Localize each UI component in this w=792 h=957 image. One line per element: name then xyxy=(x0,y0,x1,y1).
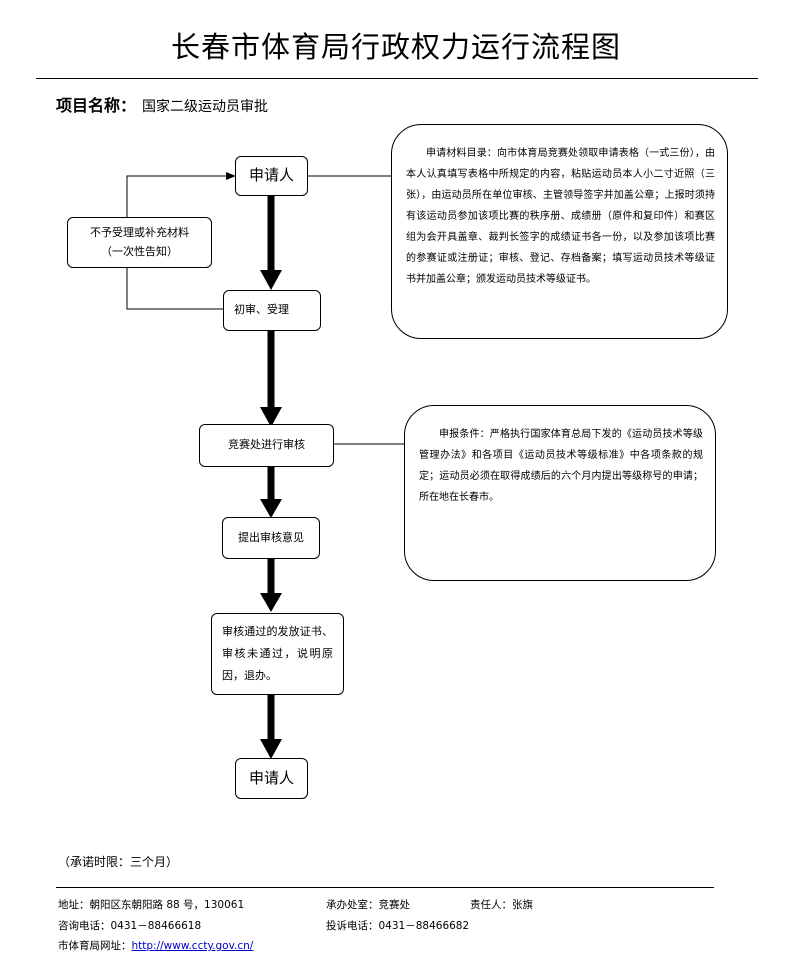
opinion-box: 提出审核意见 xyxy=(222,517,320,559)
reject-line-1: 不予受理或补充材料 xyxy=(90,225,189,239)
review-box: 竞赛处进行审核 xyxy=(199,424,334,467)
project-label: 项目名称： xyxy=(56,96,137,115)
applicant-box-bottom: 申请人 xyxy=(235,758,308,799)
arrowhead xyxy=(260,593,282,612)
reject-notice-box: 不予受理或补充材料 （一次性告知） xyxy=(67,217,212,268)
footer-address: 地址：朝阳区东朝阳路 88 号，130061 xyxy=(58,899,245,911)
footer-divider xyxy=(56,887,714,888)
arrowhead xyxy=(260,499,282,518)
footer-website: 市体育局网址：http://www.ccty.gov.cn/ xyxy=(58,938,253,953)
result-box: 审核通过的发放证书、审核未通过，说明原因，退办。 xyxy=(211,613,344,695)
footer-complaint-phone: 投诉电话：0431－88466682 xyxy=(326,920,470,932)
arrowhead xyxy=(260,270,282,290)
footer-office: 承办处室：竞赛处 xyxy=(326,899,410,911)
reject-line-2: （一次性告知） xyxy=(101,244,178,258)
footer-responsible: 责任人：张旗 xyxy=(470,899,533,911)
website-label: 市体育局网址： xyxy=(58,940,132,952)
arrowhead xyxy=(260,407,282,427)
project-name: 项目名称： 国家二级运动员审批 xyxy=(56,92,268,116)
arrowhead xyxy=(260,739,282,759)
footer-consult-phone: 咨询电话：0431－88466618 xyxy=(58,920,202,932)
materials-note: 申请材料目录：向市体育局竞赛处领取申请表格（一式三份），由本人认真填写表格中所规… xyxy=(391,124,728,339)
project-value: 国家二级运动员审批 xyxy=(142,99,269,115)
first-review-box: 初审、受理 xyxy=(223,290,321,331)
title-divider xyxy=(36,78,758,79)
page-title: 长春市体育局行政权力运行流程图 xyxy=(170,30,621,64)
main-flow-arrows xyxy=(260,196,282,759)
website-link[interactable]: http://www.ccty.gov.cn/ xyxy=(131,940,254,952)
applicant-box-top: 申请人 xyxy=(235,156,308,196)
conditions-note: 申报条件：严格执行国家体育总局下发的《运动员技术等级管理办法》和各项目《运动员技… xyxy=(404,405,716,581)
promise-time-limit: （承诺时限：三个月） xyxy=(58,855,179,869)
return-loop-arrowhead xyxy=(226,172,236,180)
